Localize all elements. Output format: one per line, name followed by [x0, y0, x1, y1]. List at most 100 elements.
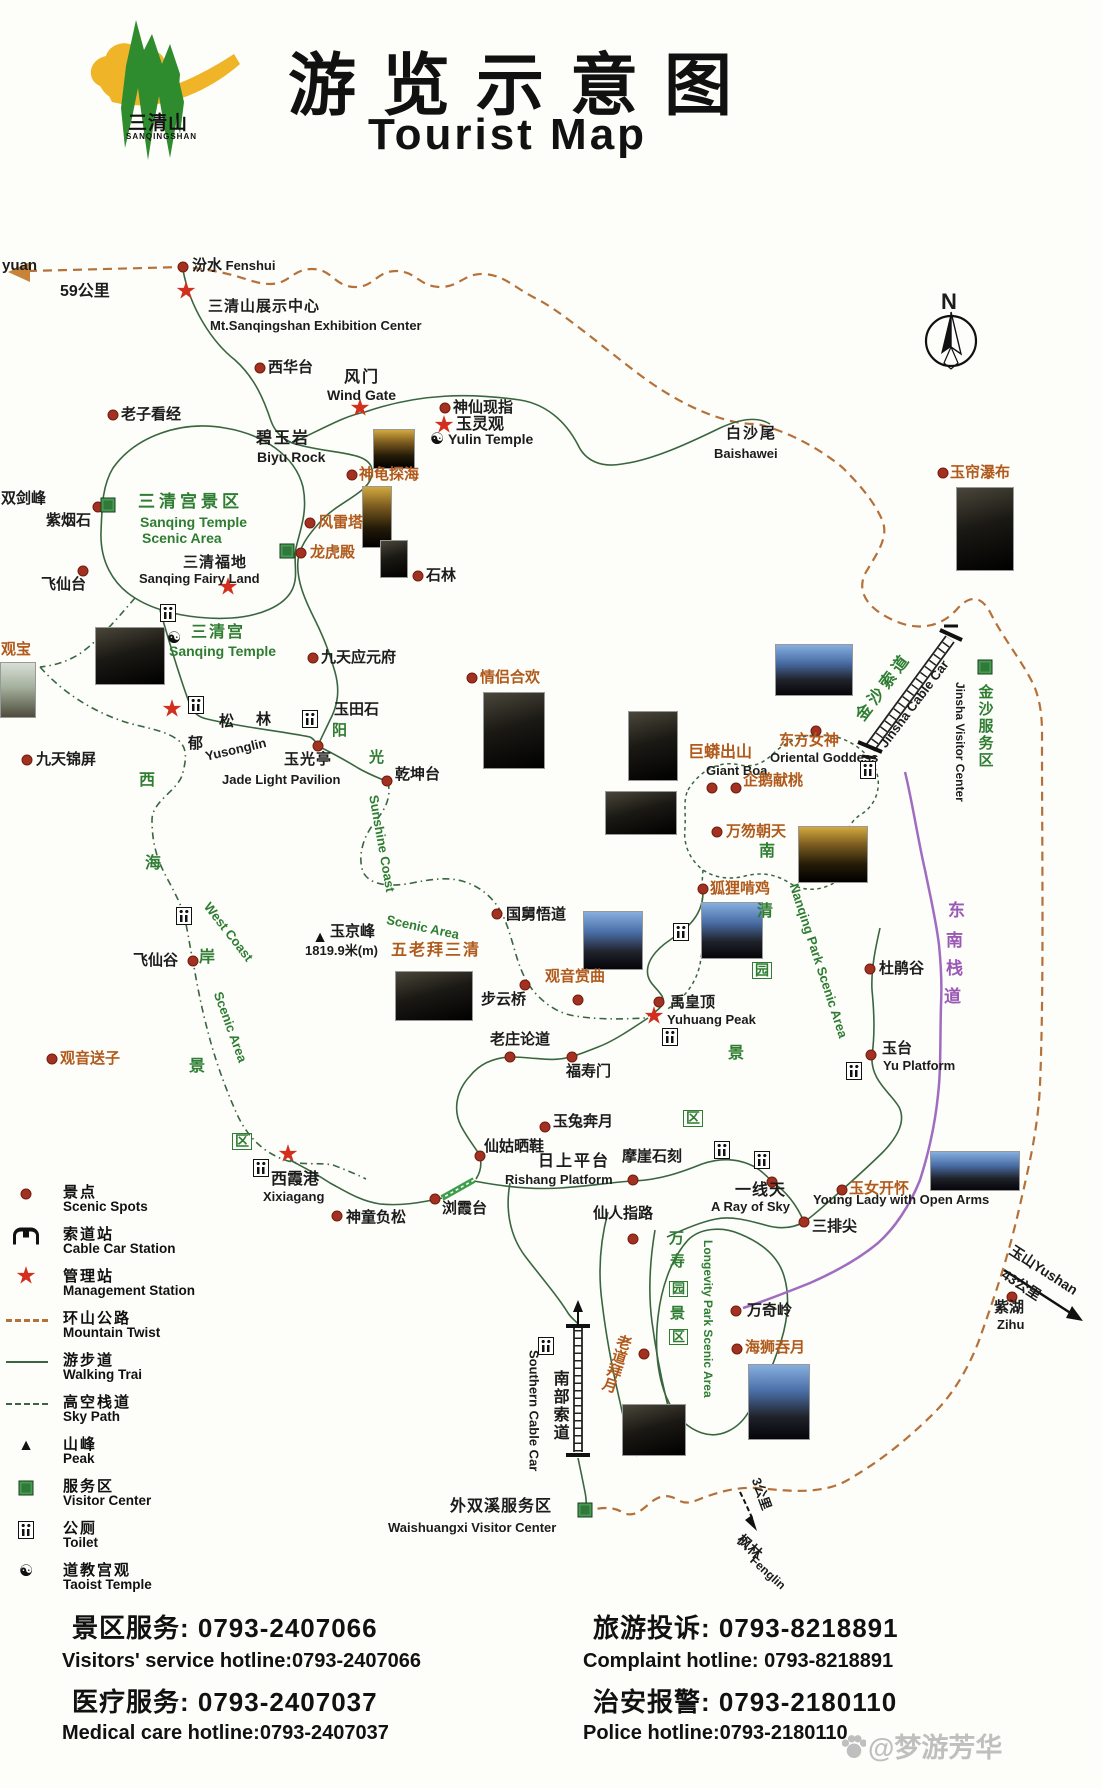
- map-label: 郁: [188, 735, 204, 752]
- map-label: 五老拜三清: [391, 942, 482, 959]
- legend-label-en: Mountain Twist: [63, 1325, 161, 1340]
- toilet-icon: [253, 1159, 269, 1177]
- legend-label-cn: 服务区: [63, 1478, 115, 1495]
- watermark-text: @梦游芳华: [868, 1733, 1003, 1763]
- poi-label: 龙虎殿: [310, 544, 356, 561]
- poi-label: 万笏朝天: [726, 823, 787, 840]
- dot-icon: [491, 908, 503, 920]
- map-label: 万: [669, 1230, 685, 1247]
- walking-trails: [100, 269, 903, 1510]
- dot-icon: [730, 1305, 742, 1317]
- peak-icon: ▲: [312, 929, 328, 946]
- dot-icon: [381, 775, 393, 787]
- dot-icon: [312, 740, 324, 752]
- map-label: 三清宫景区: [138, 492, 243, 511]
- legend-label-cn: 山峰: [63, 1436, 98, 1453]
- map-label: 区: [669, 1329, 689, 1346]
- dot-icon: [836, 1184, 848, 1196]
- poi-label: 乾坤台: [395, 766, 441, 783]
- square-icon: [279, 543, 295, 559]
- hotline-text: Visitors' service hotline:0793-2407066: [62, 1650, 422, 1672]
- map-label: 巨蟒出山: [688, 744, 753, 761]
- legend-line: [6, 1361, 48, 1363]
- map-label: Waishuangxi Visitor Center: [388, 1520, 557, 1535]
- map-label: 一线天: [735, 1182, 787, 1199]
- page-title: 游览示意图: [288, 48, 759, 124]
- legend-label-cn: 游步道: [63, 1352, 115, 1369]
- map-label: 仙人指路: [593, 1205, 654, 1222]
- legend-label-cn: 景点: [63, 1184, 98, 1201]
- legend-label-en: Walking Trai: [63, 1367, 143, 1382]
- map-label: 观音赏曲: [545, 968, 606, 985]
- map-label: 景: [670, 1305, 686, 1322]
- legend-label-cn: 道教宫观: [63, 1562, 132, 1579]
- dot-legend-icon: [8, 1184, 52, 1206]
- map-label: 企鹅献桃: [743, 772, 804, 789]
- map-label: Yulin Temple: [448, 431, 534, 447]
- peak-legend-icon: ▲: [8, 1436, 52, 1458]
- legend-label-en: Sky Path: [63, 1409, 121, 1424]
- dot-icon: [346, 469, 358, 481]
- hotline-text: Medical care hotline:0793-2407037: [62, 1722, 389, 1744]
- toilet-icon: [188, 696, 204, 714]
- square-icon: [977, 659, 993, 675]
- road-west-arrow: [8, 262, 30, 282]
- map-label: Southern Cable Car: [526, 1350, 542, 1472]
- toilet-icon: [673, 923, 689, 941]
- poi-label: 神童负松: [346, 1209, 407, 1226]
- toilet-icon: [714, 1141, 730, 1159]
- poi-label: 海狮吞月: [745, 1339, 806, 1356]
- star-icon: ★: [161, 695, 183, 723]
- map-label: 玉京峰: [330, 923, 376, 940]
- map-label: 碧玉岩: [256, 430, 311, 447]
- map-label: 风门: [344, 369, 381, 386]
- scenic-photo: [362, 486, 392, 548]
- dot-icon: [304, 517, 316, 529]
- legend-label-cn: 索道站: [63, 1226, 115, 1243]
- poi-label: 飞仙台: [41, 576, 87, 593]
- map-label: 双剑峰: [1, 490, 47, 507]
- map-label: A Ray of Sky: [711, 1199, 790, 1214]
- scenic-photo: [583, 911, 643, 970]
- toilet-icon: [302, 710, 318, 728]
- dot-icon: [187, 955, 199, 967]
- star-icon: ★: [217, 573, 239, 601]
- yushan-arrow: [1003, 1268, 1073, 1316]
- cable-icon: [13, 1227, 39, 1245]
- star-icon: ★: [277, 1140, 299, 1168]
- hotline-text: Police hotline:0793-2180110: [583, 1722, 848, 1744]
- scenic-photo: [956, 487, 1014, 571]
- map-label: Baishaw­ei: [714, 446, 778, 461]
- dot-icon: [177, 261, 189, 273]
- dot-icon: [412, 570, 424, 582]
- sanqingshan-logo: [90, 20, 240, 160]
- map-label: Scenic Area: [142, 530, 222, 546]
- map-label: 松: [219, 713, 235, 730]
- star-icon: ★: [349, 394, 371, 422]
- legend-label-cn: 高空栈道: [63, 1394, 132, 1411]
- map-label: N: [941, 289, 957, 314]
- hotline-text: Complaint hotline: 0793-8218891: [583, 1650, 894, 1672]
- scenic-photo: [775, 644, 853, 696]
- map-label: 区: [683, 1110, 703, 1128]
- logo-text-cn: 三清山: [128, 113, 189, 134]
- taoist-icon: ☯: [429, 431, 445, 448]
- dot-icon: [307, 652, 319, 664]
- dot-icon: [539, 1121, 551, 1133]
- nanqing-boundary: [665, 734, 880, 1011]
- map-label: 三清山展示中心: [208, 298, 321, 315]
- dot-icon: [865, 1049, 877, 1061]
- toilet-icon: [160, 604, 176, 622]
- map-label: Wind Gate: [327, 387, 397, 403]
- hotline-text: 医疗服务: 0793-2407037: [72, 1687, 378, 1717]
- poi-label: 飞仙谷: [133, 952, 179, 969]
- star-icon: ★: [175, 277, 197, 305]
- poi-label: 浏霞台: [442, 1200, 488, 1217]
- legend-line: [6, 1403, 48, 1405]
- map-label: 道: [944, 987, 961, 1006]
- logo-text-en: SANQINGSHAN: [126, 132, 198, 141]
- poi-label: 玉兔奔月: [553, 1113, 614, 1130]
- dot-icon: [474, 1150, 486, 1162]
- map-label: Giant Boa: [706, 763, 768, 778]
- map-label: 观宝: [1, 641, 32, 658]
